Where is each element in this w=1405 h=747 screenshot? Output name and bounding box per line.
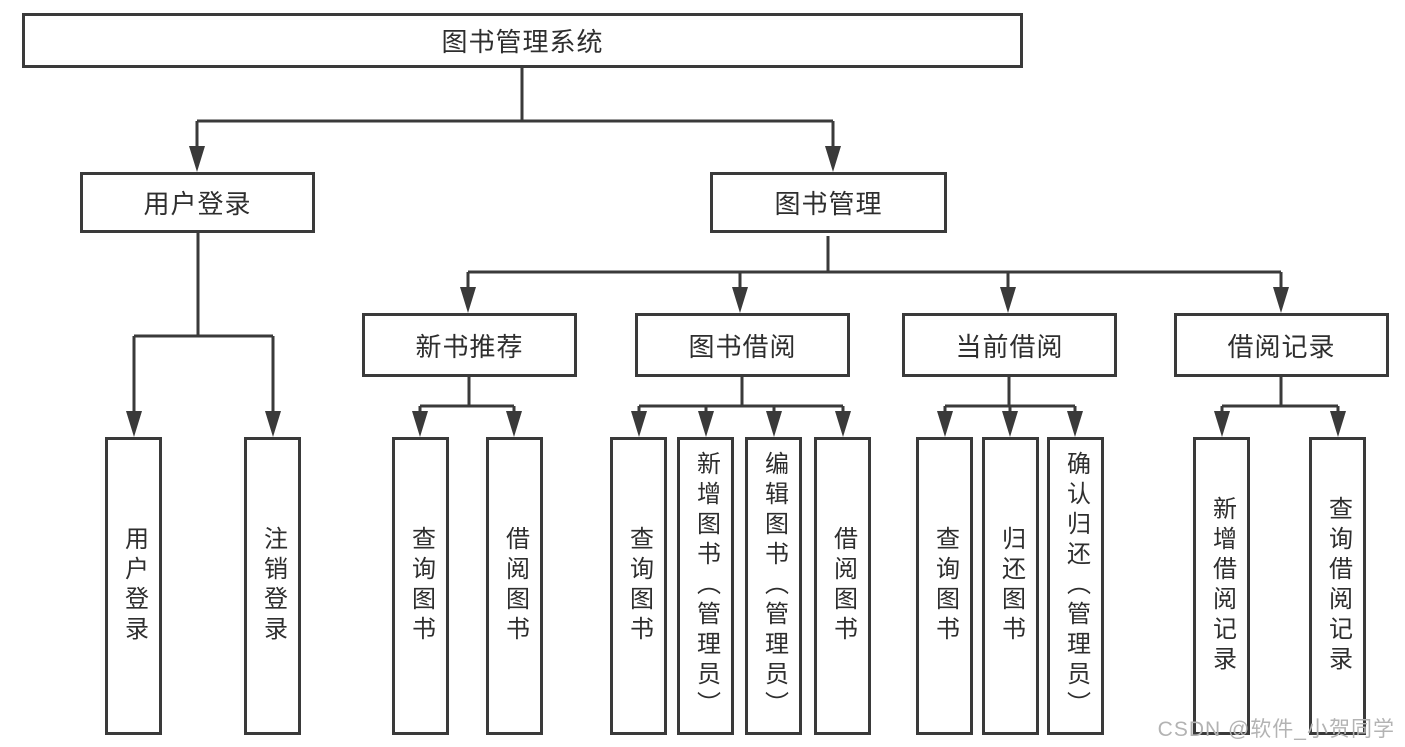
node-book-management: 图书管理 [710, 172, 947, 233]
node-system-root-label: 图书管理系统 [441, 27, 604, 57]
leaf-query-books-recommend-label: 查询图书 [407, 526, 435, 646]
leaf-edit-book-admin: 编辑图书（管理员） [745, 437, 802, 735]
leaf-logout-label: 注销登录 [259, 526, 287, 646]
leaf-edit-book-admin-label: 编辑图书（管理员） [760, 451, 788, 721]
leaf-confirm-return-admin: 确认归还（管理员） [1047, 437, 1104, 735]
leaf-borrow-books-recommend-label: 借阅图书 [501, 526, 529, 646]
node-new-book-recommend-label: 新书推荐 [415, 331, 524, 362]
node-system-root: 图书管理系统 [22, 13, 1023, 68]
leaf-logout: 注销登录 [244, 437, 301, 735]
leaf-add-book-admin-label: 新增图书（管理员） [692, 451, 720, 721]
leaf-query-books-borrowing: 查询图书 [610, 437, 667, 735]
node-borrowing-records: 借阅记录 [1174, 313, 1389, 377]
node-borrowing-records-label: 借阅记录 [1227, 331, 1336, 362]
leaf-user-login-label: 用户登录 [120, 526, 148, 646]
leaf-borrow-books-recommend: 借阅图书 [486, 437, 543, 735]
leaf-confirm-return-admin-label: 确认归还（管理员） [1062, 451, 1090, 721]
leaf-return-books-label: 归还图书 [997, 526, 1025, 646]
watermark: CSDN @软件_小贺同学 [1157, 718, 1395, 741]
leaf-query-books-recommend: 查询图书 [392, 437, 449, 735]
leaf-query-books-current-label: 查询图书 [931, 526, 959, 646]
node-current-borrowing: 当前借阅 [902, 313, 1117, 377]
leaf-borrow-books-borrowing-label: 借阅图书 [829, 526, 857, 646]
node-book-borrowing: 图书借阅 [635, 313, 850, 377]
node-user-login: 用户登录 [80, 172, 315, 233]
leaf-borrow-books-borrowing: 借阅图书 [814, 437, 871, 735]
node-book-borrowing-label: 图书借阅 [688, 331, 797, 362]
leaf-add-borrow-record: 新增借阅记录 [1193, 437, 1250, 735]
leaf-query-books-borrowing-label: 查询图书 [625, 526, 653, 646]
leaf-user-login: 用户登录 [105, 437, 162, 735]
node-new-book-recommend: 新书推荐 [362, 313, 577, 377]
leaf-return-books: 归还图书 [982, 437, 1039, 735]
leaf-add-borrow-record-label: 新增借阅记录 [1208, 496, 1236, 676]
node-user-login-label: 用户登录 [143, 189, 252, 219]
leaf-query-borrow-record: 查询借阅记录 [1309, 437, 1366, 735]
leaf-query-borrow-record-label: 查询借阅记录 [1324, 496, 1352, 676]
arrowhead-icons [126, 146, 1346, 437]
node-current-borrowing-label: 当前借阅 [955, 331, 1064, 362]
leaf-add-book-admin: 新增图书（管理员） [677, 437, 734, 735]
connector-paths [132, 68, 1340, 415]
node-book-management-label: 图书管理 [774, 189, 883, 219]
leaf-query-books-current: 查询图书 [916, 437, 973, 735]
